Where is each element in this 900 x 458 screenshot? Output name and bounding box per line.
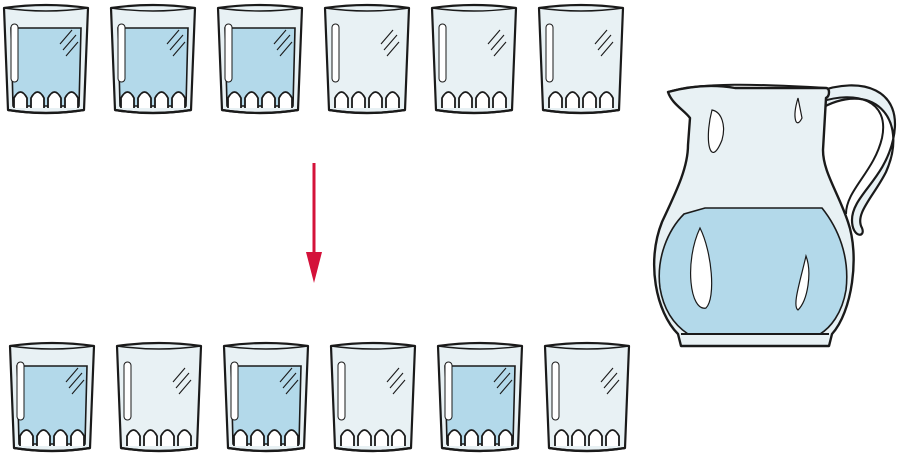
water-glass-icon <box>216 3 304 115</box>
top-glass-row <box>2 3 625 115</box>
water-glass-icon <box>430 3 518 115</box>
water-pitcher-icon <box>652 83 896 348</box>
water-glass-icon <box>2 3 90 115</box>
water-glass-icon <box>543 341 631 453</box>
water-glass-icon <box>222 341 310 453</box>
water-glass-icon <box>109 3 197 115</box>
water-glass-icon <box>8 341 96 453</box>
water-glass-icon <box>115 341 203 453</box>
water-glass-icon <box>329 341 417 453</box>
arrow-down-icon <box>306 163 322 283</box>
water-glass-icon <box>537 3 625 115</box>
bottom-glass-row <box>8 341 631 453</box>
water-glass-icon <box>436 341 524 453</box>
water-glass-icon <box>323 3 411 115</box>
